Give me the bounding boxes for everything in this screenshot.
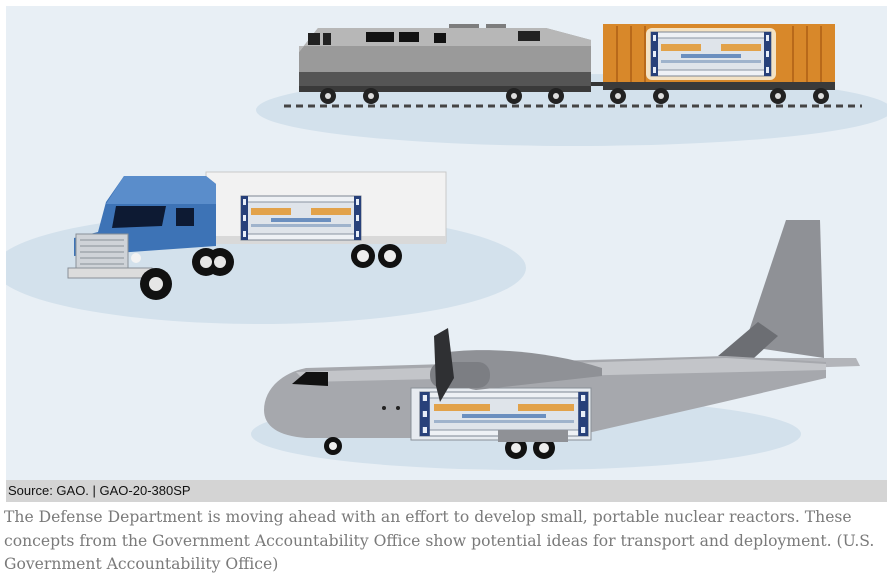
rail-transport (256, 24, 887, 146)
rail-platform (256, 74, 887, 146)
truck-cab (67, 176, 234, 300)
source-bar: Source: GAO. | GAO-20-380SP (6, 480, 887, 502)
locomotive (299, 24, 591, 104)
cargo-aircraft (264, 220, 860, 459)
transport-illustration (6, 6, 887, 480)
truck-transport (6, 171, 526, 324)
photo-caption: The Defense Department is moving ahead w… (4, 508, 875, 573)
source-text: Source: GAO. | GAO-20-380SP (8, 483, 191, 498)
boxcar (603, 24, 835, 104)
coupler (591, 82, 603, 86)
aircraft-transport (251, 220, 860, 470)
